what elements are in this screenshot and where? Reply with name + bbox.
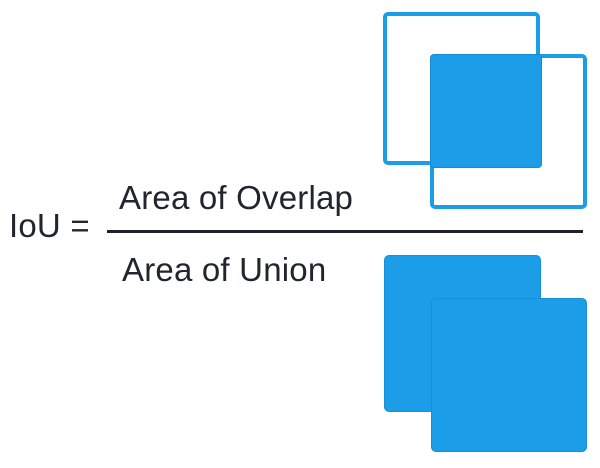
union-area-fill-b <box>431 298 587 452</box>
formula-numerator: Area of Overlap <box>119 179 354 216</box>
intersection-area-fill <box>430 54 542 168</box>
fraction-bar <box>107 230 583 233</box>
formula-denominator: Area of Union <box>122 251 327 288</box>
formula-lhs: IoU = <box>9 207 90 244</box>
